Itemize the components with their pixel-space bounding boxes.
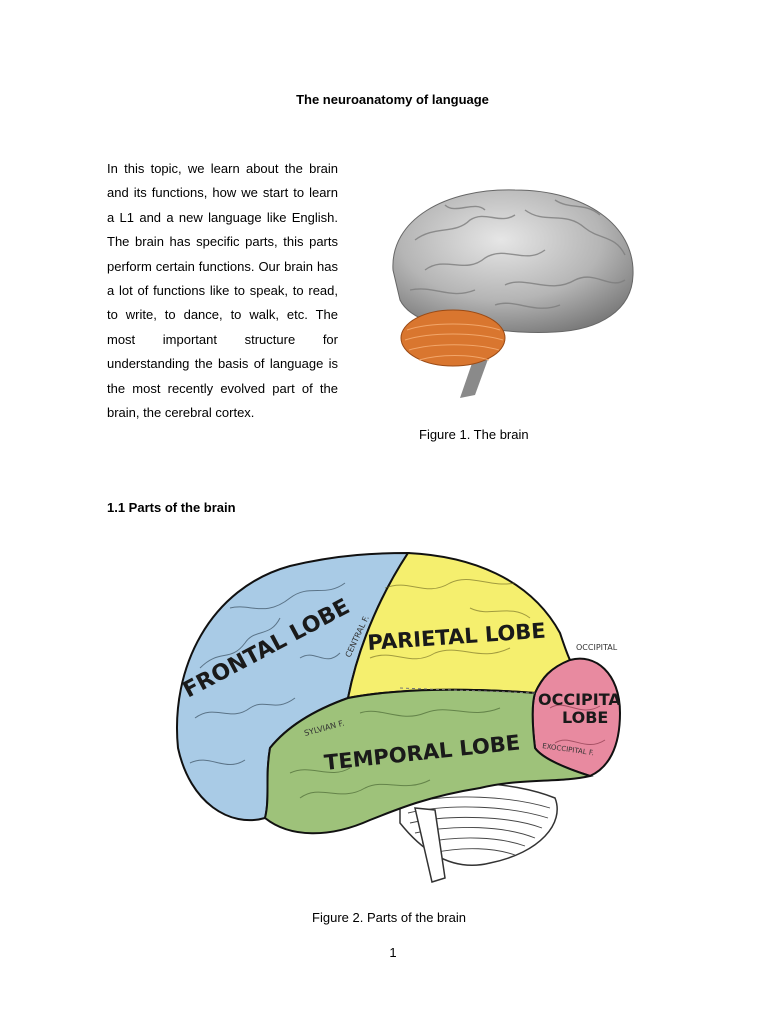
- figure-brain-image: [392, 189, 634, 398]
- document-title: The neuroanatomy of language: [296, 92, 489, 107]
- label-occipital-lobe-line2: LOBE: [562, 708, 608, 727]
- figure-brain-lobes-diagram: FRONTAL LOBE PARIETAL LOBE TEMPORAL LOBE…: [176, 551, 622, 883]
- label-occipital-fissure: OCCIPITAL: [576, 643, 618, 652]
- temporal-lobe-region: [263, 688, 594, 835]
- figure2-caption: Figure 2. Parts of the brain: [312, 910, 466, 925]
- label-occipital-lobe-line1: OCCIPITAL: [538, 690, 622, 709]
- cerebellum-shape: [400, 309, 506, 367]
- brainstem-region: [414, 807, 446, 883]
- figure1-caption: Figure 1. The brain: [419, 427, 529, 442]
- intro-paragraph: In this topic, we learn about the brain …: [107, 161, 338, 421]
- page-number: 1: [389, 945, 397, 960]
- cerebrum-shape: [392, 189, 634, 334]
- section-heading: 1.1 Parts of the brain: [107, 500, 236, 515]
